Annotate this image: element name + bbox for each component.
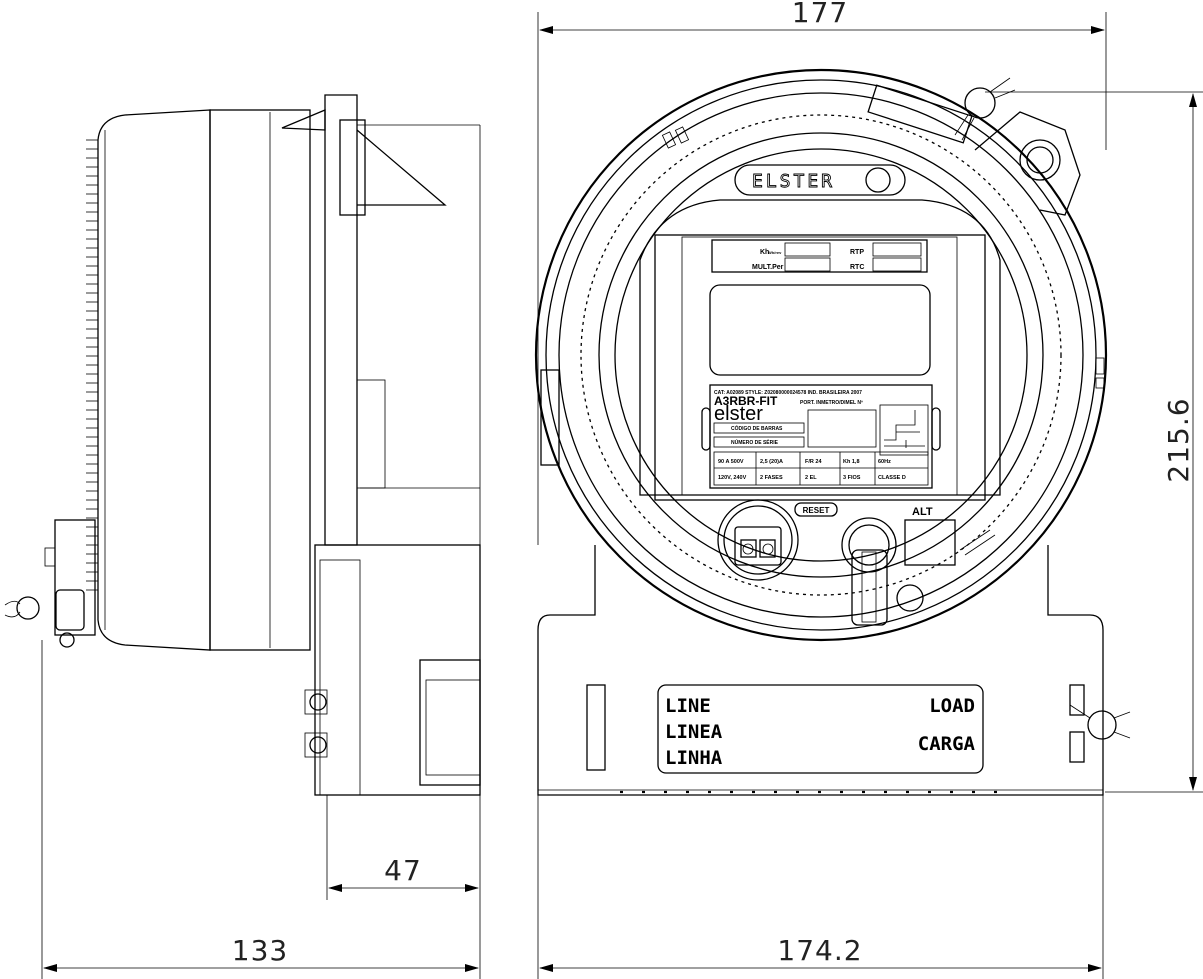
dimension-offset: 47 (384, 854, 422, 887)
dimension-width: 177 (792, 0, 848, 29)
dimension-height: 215.6 (1162, 397, 1195, 482)
front-view: ELSTER Kh Wh/rev MULT.Per RTP RTC CAT: A… (534, 68, 1131, 796)
rating-cell: 2 EL (805, 475, 817, 481)
line-label-en: LINE (665, 695, 711, 717)
elster-logo: ELSTER (752, 171, 835, 192)
rating-cell: CLASSE D (878, 475, 906, 481)
barcode-label: CÓDIGO DE BARRAS (731, 424, 783, 432)
alt-label: ALT (912, 506, 933, 518)
rating-cell: 90 A 500V (718, 459, 744, 465)
load-label-en: LOAD (929, 695, 975, 717)
kh-unit: Wh/rev (768, 250, 782, 255)
rating-cell: F/R 24 (805, 459, 822, 465)
rating-cell: 60Hz (878, 459, 891, 465)
serial-label: NÚMERO DE SÉRIE (731, 438, 779, 446)
dimension-lines (41, 12, 1203, 979)
nameplate-cat: CAT: A02089 STYLE: Z02080000024578 IND. … (714, 390, 862, 396)
rtp-label: RTP (850, 249, 864, 256)
rating-table: 90 A 500V 2,5 (20)A F/R 24 Kh 1,8 60Hz 120V, … (713, 451, 929, 486)
rtc-label: RTC (850, 264, 864, 271)
rating-cell: 2,5 (20)A (760, 459, 783, 465)
dimension-base-width: 174.2 (777, 934, 862, 967)
mult-label: MULT.Per (752, 264, 784, 271)
dimension-depth: 133 (232, 934, 288, 967)
nameplate-brand: elster (714, 403, 763, 425)
cover-serrations (86, 139, 98, 591)
rating-cell: 2 FASES (760, 475, 783, 481)
nameplate-model: A3RBR-FIT (714, 394, 778, 408)
rating-cell: 120V, 240V (718, 475, 747, 481)
side-view (4, 94, 481, 796)
line-label-es: LINEA (665, 721, 723, 743)
rating-cell: Kh 1,8 (843, 459, 860, 465)
rating-cell: 3 FIOS (843, 475, 861, 481)
nameplate-portaria: PORT. INMETRO/DIMEL Nº (800, 400, 863, 406)
reset-label: RESET (803, 506, 830, 515)
kh-label: Kh (760, 249, 769, 256)
load-label-pt: CARGA (918, 733, 976, 755)
line-label-pt: LINHA (665, 747, 723, 769)
